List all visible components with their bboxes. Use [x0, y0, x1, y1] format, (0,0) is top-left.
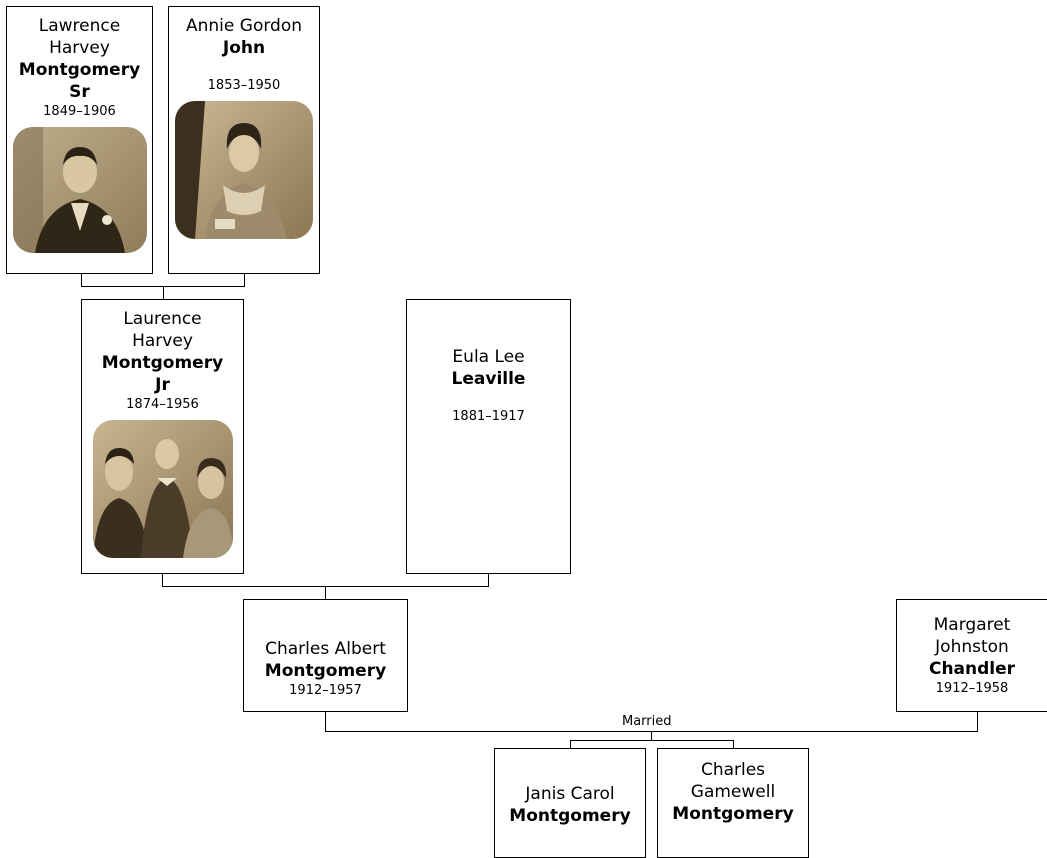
marriage-connector-line [977, 712, 978, 732]
married-label: Married [622, 714, 672, 729]
person-dates: 1853–1950 [207, 78, 281, 93]
couple-connector-line [488, 574, 489, 587]
person-given-name: Margaret Johnston [933, 615, 1011, 657]
person-surname: John [222, 38, 266, 58]
person-card-janis[interactable]: Janis Carol Montgomery [494, 748, 646, 858]
descent-line [163, 286, 164, 299]
person-photo [92, 420, 233, 558]
descent-line [325, 586, 326, 599]
person-dates: 1849–1906 [43, 104, 116, 119]
couple-connector-line [244, 274, 245, 287]
person-surname: Montgomery [509, 806, 631, 826]
person-given-name: Janis Carol [525, 784, 615, 804]
person-photo [12, 127, 147, 253]
person-dates: 1912–1958 [935, 681, 1009, 696]
marriage-connector-line [325, 712, 326, 732]
person-surname: Leaville [451, 369, 526, 389]
person-card-charles-albert[interactable]: Charles Albert Montgomery 1912–1957 [243, 599, 408, 712]
person-card-annie[interactable]: Annie Gordon John 1853–1950 [168, 6, 320, 274]
person-given-name: Annie Gordon [186, 16, 302, 36]
person-dates: 1881–1917 [452, 409, 525, 424]
person-card-charles-gamewell[interactable]: Charles Gamewell Montgomery [657, 748, 809, 858]
person-surname: Chandler [928, 659, 1016, 679]
person-given-name: Laurence Harvey [123, 309, 202, 351]
person-card-margaret[interactable]: Margaret Johnston Chandler 1912–1958 [896, 599, 1047, 712]
person-surname: Montgomery Jr [101, 353, 224, 395]
person-dates: 1874–1956 [126, 397, 199, 412]
sibling-connector-line [733, 740, 734, 748]
person-given-name: Lawrence Harvey [38, 16, 121, 58]
person-surname: Montgomery Sr [18, 60, 141, 102]
couple-connector-line [162, 574, 163, 587]
person-given-name: Charles Albert [265, 639, 386, 659]
person-given-name: Eula Lee [452, 347, 525, 367]
person-given-name: Charles Gamewell [690, 760, 776, 802]
person-card-laurence-jr[interactable]: Laurence Harvey Montgomery Jr 1874–1956 [81, 299, 244, 574]
person-card-lawrence-sr[interactable]: Lawrence Harvey Montgomery Sr 1849–1906 [6, 6, 153, 274]
person-dates: 1912–1957 [289, 683, 362, 698]
sibling-connector-line [570, 740, 571, 748]
person-surname: Montgomery [672, 804, 794, 824]
person-photo [175, 101, 313, 239]
couple-connector-line [81, 274, 82, 287]
sibling-connector-line [570, 740, 734, 741]
person-card-eula[interactable]: Eula Lee Leaville 1881–1917 [406, 299, 571, 574]
descent-line [651, 731, 652, 741]
person-surname: Montgomery [264, 661, 387, 681]
